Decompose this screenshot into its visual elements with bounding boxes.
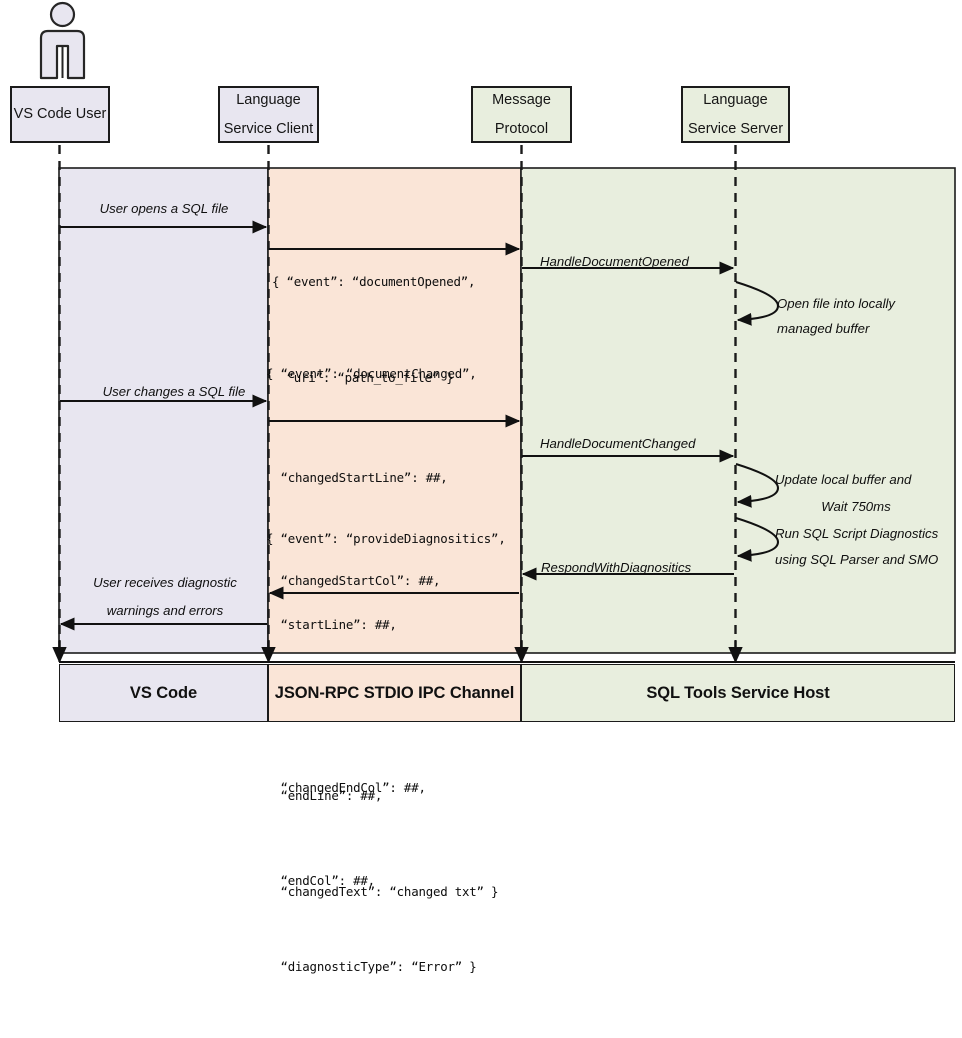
payload-document-opened: { “event”: “documentOpened”, “uri”: “pat… — [272, 202, 475, 458]
label-user-receives-diagnostics-line2: warnings and errors — [106, 603, 224, 618]
label-open-file-buffer-line1: Open file into locally — [777, 296, 896, 311]
arrow-self-open-file-buffer — [735, 280, 780, 326]
participant-vs-code-user[interactable]: VS Code User — [10, 86, 110, 143]
payload-line: “diagnosticType”: “Error” } — [266, 958, 477, 974]
label-open-file-buffer-line2: managed buffer — [777, 321, 870, 336]
diagram-vector-layer — [39, 1, 956, 664]
participant-language-service-client-line2: Service Client — [223, 120, 314, 137]
message-arrows — [59, 220, 780, 631]
payload-line: “uri”: “path_to_file” } — [272, 370, 454, 385]
label-respond-with-diagnostics: RespondWithDiagnositics — [541, 560, 692, 575]
label-user-opens-file: User opens a SQL file — [99, 201, 229, 216]
payload-line: { “event”: “provideDiagnositics”, — [266, 531, 506, 546]
label-update-buffer-wait-line2: Wait 750ms — [821, 499, 891, 514]
lifelines — [58, 145, 737, 655]
participant-message-protocol[interactable]: Message Protocol — [471, 86, 572, 143]
participant-language-service-server[interactable]: Language Service Server — [681, 86, 790, 143]
payload-line: “startLine”: ##, — [266, 616, 397, 632]
arrow-self-run-diagnostics — [735, 516, 780, 562]
band-vs-code — [58, 167, 269, 654]
participant-language-service-server-line1: Language — [703, 92, 768, 109]
label-handle-document-changed: HandleDocumentChanged — [540, 436, 696, 451]
arrow-self-update-buffer-wait — [735, 462, 780, 508]
payload-line: { “event”: “documentChanged”, — [266, 366, 477, 381]
label-run-diagnostics-line2: using SQL Parser and SMO — [775, 552, 939, 567]
footer-tools-host[interactable]: SQL Tools Service Host — [521, 664, 955, 722]
payload-line: “endLine”: ##, — [266, 787, 383, 803]
participant-vs-code-user-label: VS Code User — [13, 106, 107, 123]
footer-vs-code[interactable]: VS Code — [59, 664, 268, 722]
participant-language-service-server-line2: Service Server — [687, 120, 784, 137]
participant-language-service-client[interactable]: Language Service Client — [218, 86, 319, 143]
footer-tools-host-label: SQL Tools Service Host — [646, 683, 830, 702]
footer-json-rpc[interactable]: JSON-RPC STDIO IPC Channel — [268, 664, 521, 722]
payload-line: “endCol”: ##, — [266, 873, 376, 888]
footer-json-rpc-label: JSON-RPC STDIO IPC Channel — [274, 683, 515, 702]
participant-language-service-client-line1: Language — [236, 92, 301, 109]
payload-provide-diagnostics: { “event”: “provideDiagnositics”, “start… — [266, 468, 506, 1038]
sequence-diagram-canvas: VS Code User Language Service Client Mes… — [10, 1, 956, 974]
band-tools-host — [520, 167, 956, 654]
label-run-diagnostics-line1: Run SQL Script Diagnostics — [775, 526, 939, 541]
lifeline-terminators — [52, 640, 743, 664]
footer-vs-code-label: VS Code — [129, 683, 198, 702]
actor-figure-icon — [39, 1, 86, 80]
label-user-receives-diagnostics-line1: User receives diagnostic — [93, 575, 237, 590]
payload-line: “changedStartLine”: ##, — [266, 469, 448, 485]
payload-line: { “event”: “documentOpened”, — [272, 274, 476, 289]
label-handle-document-opened: HandleDocumentOpened — [540, 254, 689, 269]
label-user-changes-file: User changes a SQL file — [102, 384, 246, 399]
label-update-buffer-wait-line1: Update local buffer and — [775, 472, 912, 487]
payload-line: “changedStartCol”: ##, — [266, 573, 441, 588]
participant-message-protocol-line2: Protocol — [494, 120, 549, 137]
participant-message-protocol-line1: Message — [492, 92, 551, 109]
